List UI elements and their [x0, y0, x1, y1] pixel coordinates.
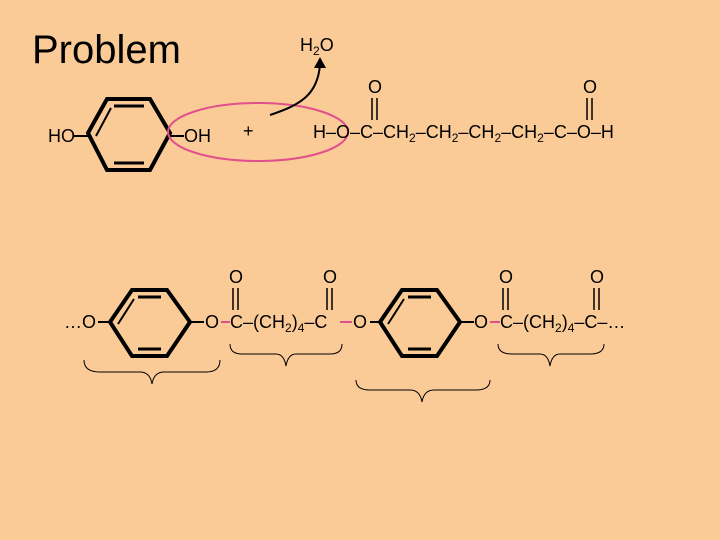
water-h: H — [300, 35, 313, 55]
polymer-o-link-1: O — [205, 312, 220, 332]
polymer-o-link-2: O — [353, 312, 368, 332]
seg-sub: 4 — [297, 321, 305, 335]
chain-part: –CH — [458, 122, 495, 142]
seg-part: C–(CH — [230, 312, 286, 332]
seg-sub: 4 — [567, 321, 575, 335]
highlight-ellipse — [167, 102, 349, 162]
reactant2-chain: H–O–C–CH2–CH2–CH2–CH2–C–O–H — [313, 123, 614, 144]
chain-part: H–O–C–CH — [313, 122, 410, 142]
benzene-ring-top — [85, 97, 173, 172]
polymer-o-link-3: O — [474, 312, 489, 332]
polymer-carbonyl-o-1: O — [229, 267, 244, 287]
plus-sign: + — [243, 121, 254, 141]
chain-sub: 2 — [537, 131, 544, 145]
chain-sub: 2 — [451, 131, 459, 145]
seg-sub: 2 — [285, 321, 292, 335]
seg-part: –C — [304, 312, 328, 332]
carbonyl-o-right: O — [583, 77, 598, 97]
seg-part: –C–… — [574, 312, 626, 332]
water-label: H2O — [300, 36, 334, 57]
polymer-start: …O — [64, 312, 97, 332]
seg-part: C–(CH — [500, 312, 556, 332]
chain-part: –C–O–H — [543, 122, 614, 142]
brace-1 — [83, 359, 221, 385]
water-arrowhead — [314, 57, 326, 68]
polymer-segment-2: C–(CH2)4–C–… — [500, 313, 625, 334]
chain-part: –CH — [501, 122, 538, 142]
reactant1-ho: HO — [48, 126, 75, 146]
brace-3 — [355, 379, 491, 403]
chain-part: –CH — [415, 122, 452, 142]
seg-sub: 2 — [555, 321, 562, 335]
polymer-carbonyl-o-3: O — [499, 267, 514, 287]
carbonyl-o-left: O — [368, 77, 383, 97]
reactant1-oh: OH — [184, 126, 211, 146]
benzene-ring-polymer-2 — [377, 288, 463, 358]
polymer-segment-1: C–(CH2)4–C — [230, 313, 327, 334]
polymer-carbonyl-o-4: O — [590, 267, 605, 287]
seg-part: ) — [291, 312, 298, 332]
water-sub: 2 — [313, 44, 320, 58]
brace-4 — [497, 343, 605, 367]
water-arrow — [269, 63, 321, 116]
seg-part: ) — [561, 312, 568, 332]
water-o: O — [319, 35, 334, 55]
benzene-ring-polymer-1 — [107, 288, 193, 358]
brace-2 — [229, 343, 343, 367]
chain-sub: 2 — [409, 131, 416, 145]
polymer-carbonyl-o-2: O — [323, 267, 338, 287]
slide-title: Problem — [32, 28, 181, 72]
chain-sub: 2 — [494, 131, 502, 145]
